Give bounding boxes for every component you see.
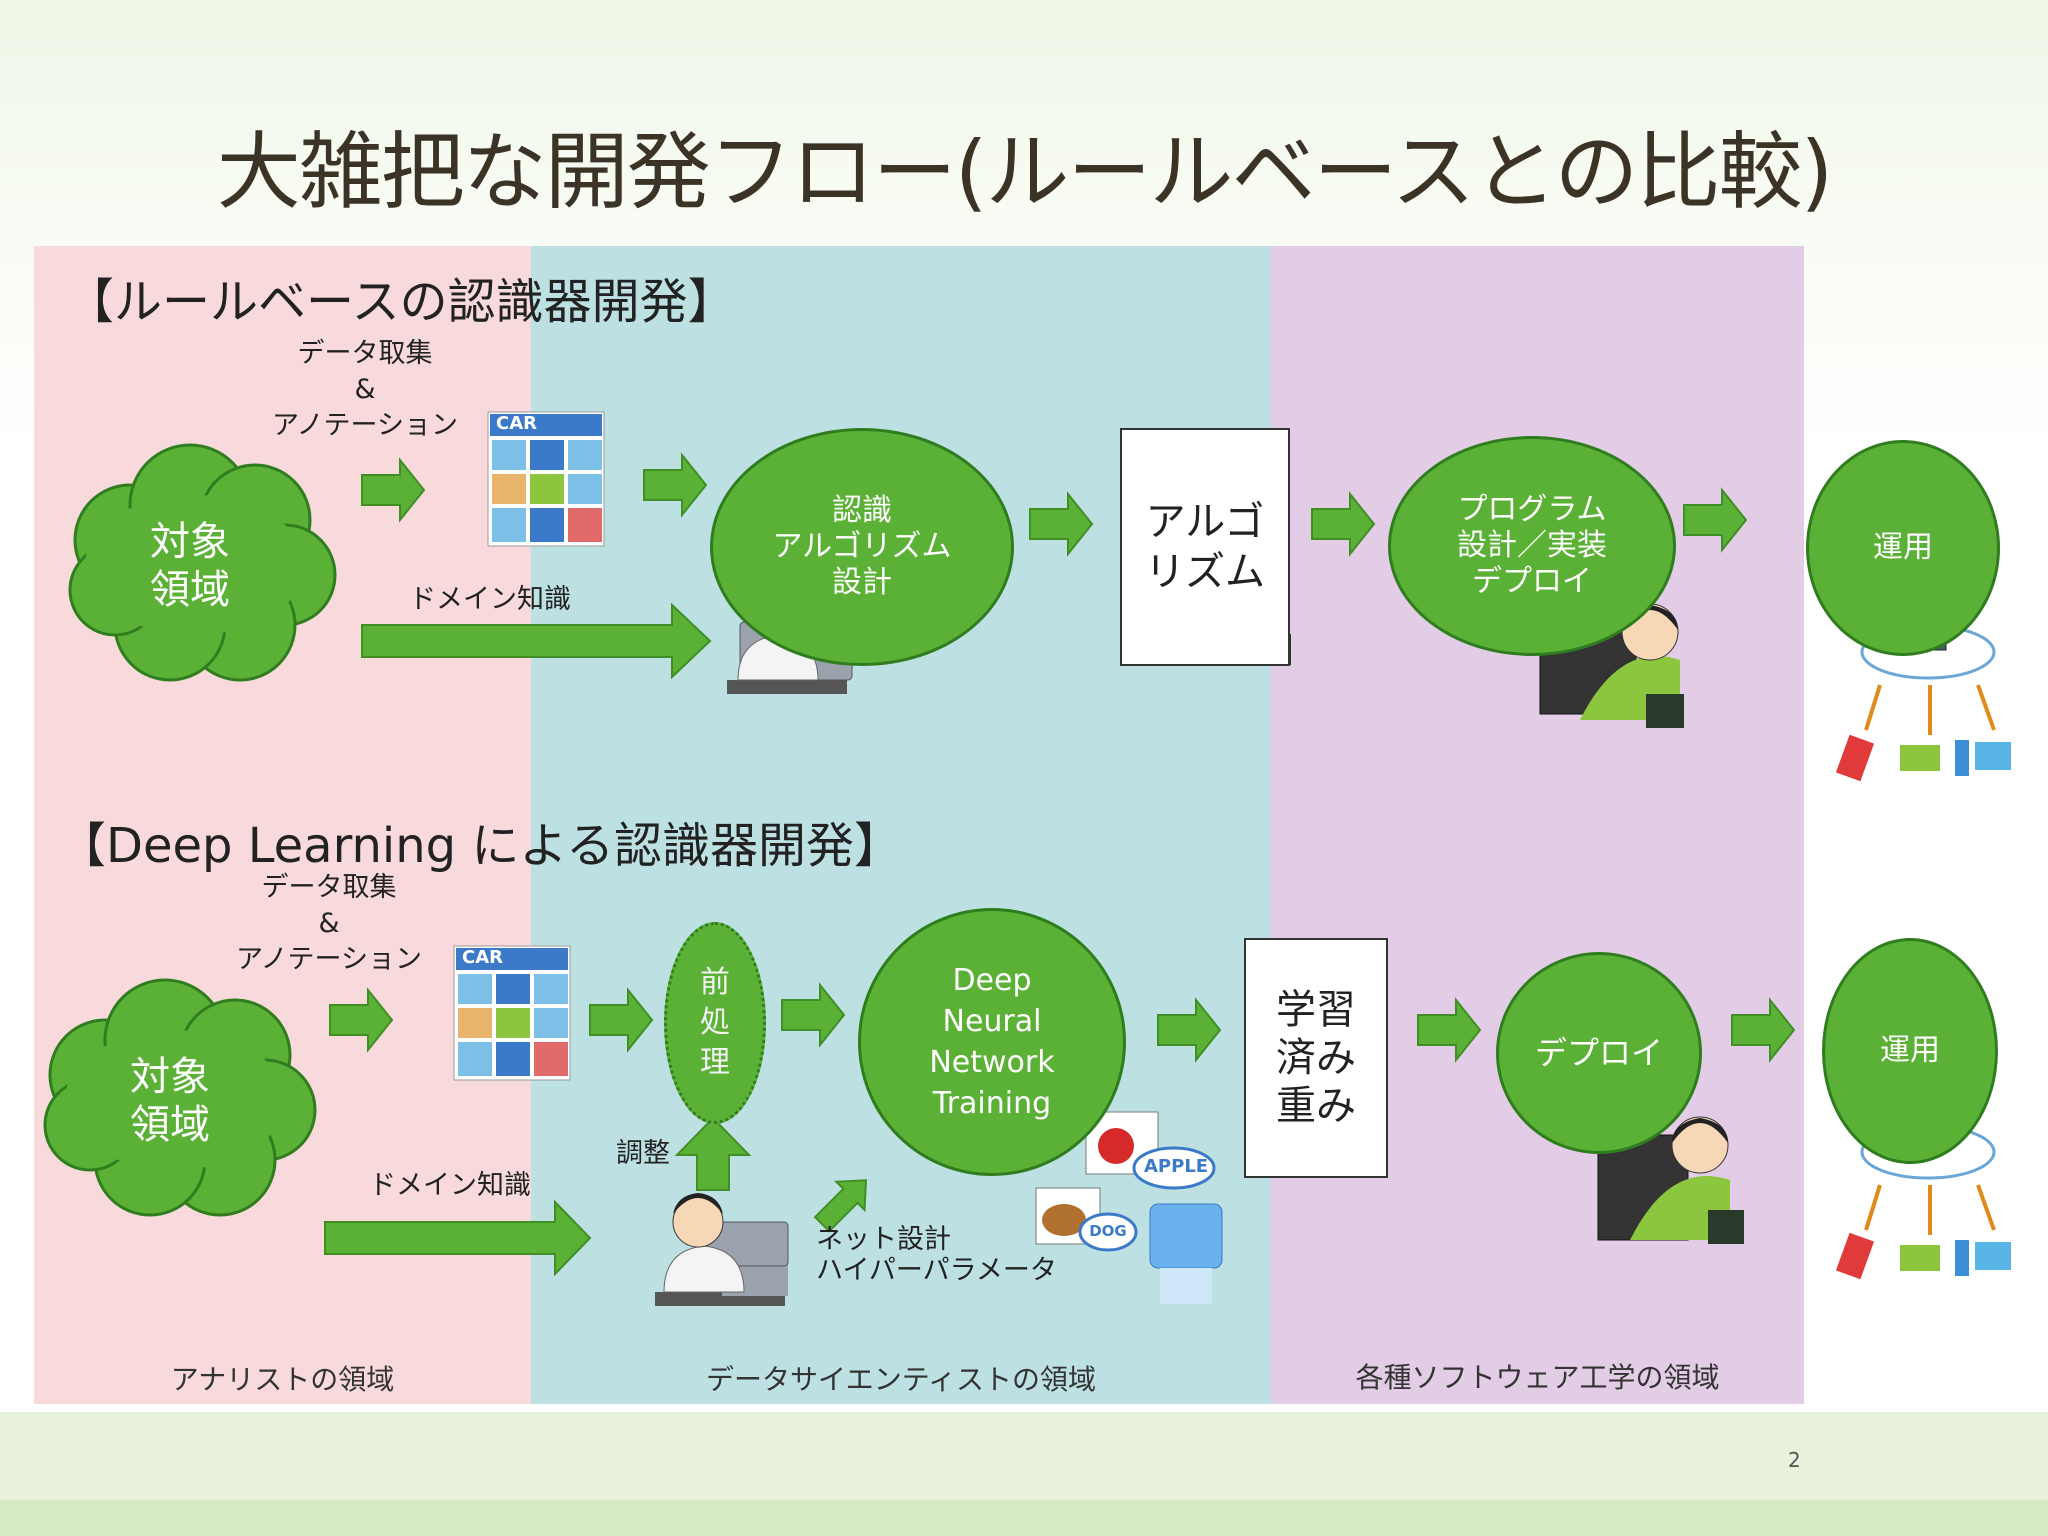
algorithm-document: アルゴ リズム: [1120, 428, 1290, 666]
operation-node-1: 運用: [1806, 440, 2000, 656]
deploy-node: デプロイ: [1496, 952, 1702, 1154]
target-label-1: 対象 領域: [150, 519, 230, 613]
collect-label-1: データ取集 & アノテーション: [271, 338, 459, 441]
dataset-icon-2: [453, 945, 571, 1081]
arrow-to-training: [781, 984, 845, 1046]
collect-label-2: データ取集 & アノテーション: [235, 872, 423, 975]
arrow-domain-1: [361, 602, 712, 680]
arrow-to-weights: [1157, 999, 1221, 1061]
arrow-to-operation-1: [1683, 489, 1747, 551]
target-cloud-2: [43, 978, 317, 1217]
net-design-label: ネット設計 ハイパーパラメータ: [816, 1224, 1057, 1286]
analyst-zone: [34, 246, 531, 1404]
arrow-adjust-up: [674, 1116, 752, 1191]
arrow-collect-2: [329, 989, 393, 1051]
target-cloud-1: [68, 443, 337, 682]
analyst-zone-label: アナリストの領域: [170, 1363, 395, 1396]
dog-label: DOG: [1089, 1222, 1127, 1240]
software-zone-label: 各種ソフトウェア工学の領域: [1355, 1361, 1720, 1394]
preprocess-node: 前 処 理: [664, 922, 766, 1124]
dataset-icon-1: [487, 411, 605, 547]
arrow-to-deploy: [1417, 999, 1481, 1061]
algorithm-design-node: 認識 アルゴリズム 設計: [710, 428, 1014, 666]
ai-recognition-icon: [1035, 1111, 1223, 1304]
car-label-2: CAR: [462, 947, 504, 968]
arrow-collect-1: [361, 459, 425, 521]
arrow-to-program: [1311, 493, 1375, 555]
operation-node-2: 運用: [1822, 938, 1998, 1164]
training-node: Deep Neural Network Training: [858, 908, 1126, 1176]
arrow-domain-2: [324, 1199, 592, 1277]
weights-document: 学習 済み 重み: [1244, 938, 1388, 1178]
deep-learning-heading: 【Deep Learning による認識器開発】: [58, 818, 902, 874]
program-node: プログラム 設計／実装 デプロイ: [1388, 436, 1676, 656]
data-scientist-zone-label: データサイエンティストの領域: [705, 1363, 1097, 1396]
arrow-net-design: [813, 1179, 868, 1233]
arrow-to-design-1: [643, 454, 707, 516]
target-label-2: 対象 領域: [130, 1054, 210, 1148]
page-title: 大雑把な開発フロー(ルールベースとの比較): [216, 123, 1834, 221]
footer-band-bottom: [0, 1500, 2048, 1536]
apple-label: APPLE: [1144, 1156, 1209, 1177]
page-number: 2: [1788, 1448, 1801, 1472]
programmer-icon-2: [1597, 1116, 1744, 1244]
domain-knowledge-label-1: ドメイン知識: [409, 584, 571, 615]
scientist-icon-2: [655, 1193, 789, 1306]
car-label-1: CAR: [496, 413, 538, 434]
adjust-label: 調整: [616, 1138, 670, 1169]
arrow-to-algo: [1029, 493, 1093, 555]
arrow-to-operation-2: [1731, 999, 1795, 1061]
arrow-to-preprocess: [589, 989, 653, 1051]
domain-knowledge-label-2: ドメイン知識: [369, 1170, 531, 1201]
rule-based-heading: 【ルールベースの認識器開発】: [66, 274, 736, 330]
